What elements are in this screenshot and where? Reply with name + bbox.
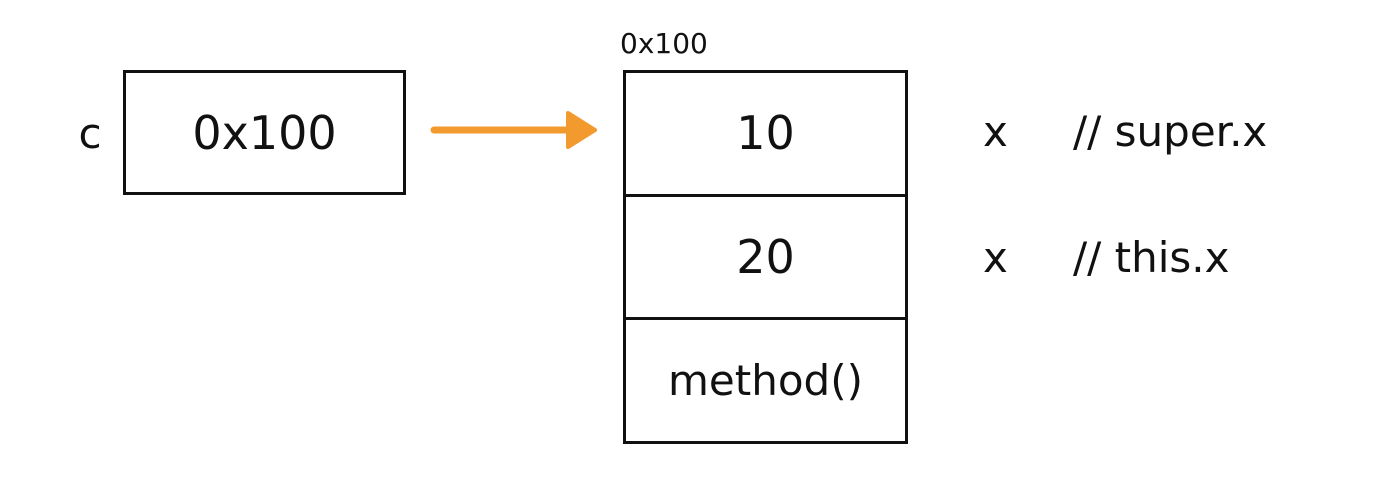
this-x-value: 20: [736, 230, 795, 284]
field-name: x: [983, 233, 1008, 282]
field-name: x: [983, 107, 1008, 156]
variable-name: c: [78, 109, 102, 158]
field-comment: // super.x: [1073, 107, 1268, 156]
field-comment: // this.x: [1073, 233, 1230, 282]
super-x-value: 10: [736, 106, 795, 161]
field-annotation-this: x // this.x: [983, 228, 1230, 288]
reference-value: 0x100: [192, 105, 337, 160]
method-label: method(): [668, 356, 863, 406]
super-x-cell: 10: [626, 73, 905, 194]
method-cell: method(): [626, 317, 905, 441]
field-annotation-super: x // super.x: [983, 102, 1267, 162]
arrow-right-icon: [430, 111, 597, 149]
reference-box: 0x100: [123, 70, 406, 195]
heap-object: 10 20 method(): [623, 70, 908, 444]
this-x-cell: 20: [626, 193, 905, 318]
object-address-label: 0x100: [620, 27, 708, 60]
